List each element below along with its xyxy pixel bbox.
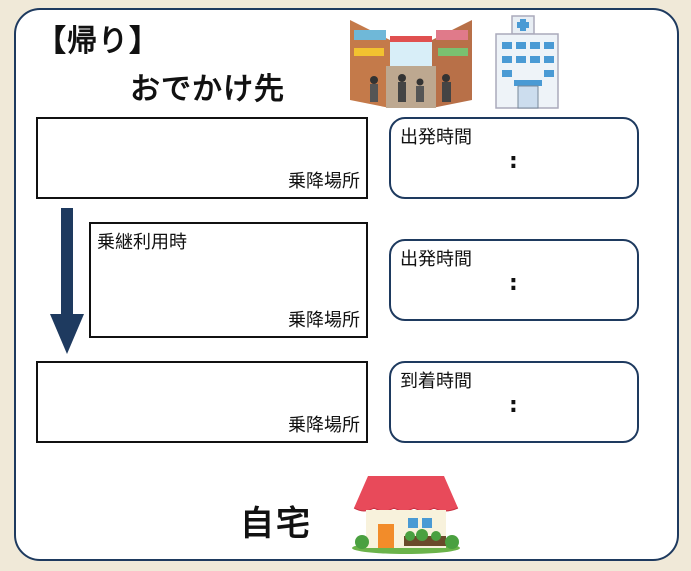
direction-arrow-icon [50,208,84,354]
boarding-place-label: 乗降場所 [288,415,360,436]
transfer-label: 乗継利用時 [97,232,187,253]
departure-time-box-1[interactable]: 出発時間 : [389,117,639,199]
boarding-place-label: 乗降場所 [288,310,360,331]
shopping-street-icon [350,20,472,108]
departure-time-box-2[interactable]: 出発時間 : [389,239,639,321]
time-separator: : [509,393,518,418]
house-icon [352,476,460,554]
boarding-place-box-transfer[interactable]: 乗継利用時 乗降場所 [89,222,368,338]
home-label: 自宅 [240,504,312,544]
time-separator: : [509,149,518,174]
boarding-place-box-origin[interactable]: 乗降場所 [36,117,368,199]
departure-time-label: 出発時間 [400,249,472,270]
hospital-icon [495,15,559,109]
destination-label: おでかけ先 [130,72,285,107]
time-separator: : [509,271,518,296]
departure-time-label: 出発時間 [400,127,472,148]
arrival-time-box[interactable]: 到着時間 : [389,361,639,443]
arrival-time-label: 到着時間 [400,371,472,392]
section-title: 【帰り】 [36,24,160,59]
boarding-place-label: 乗降場所 [288,171,360,192]
boarding-place-box-home[interactable]: 乗降場所 [36,361,368,443]
